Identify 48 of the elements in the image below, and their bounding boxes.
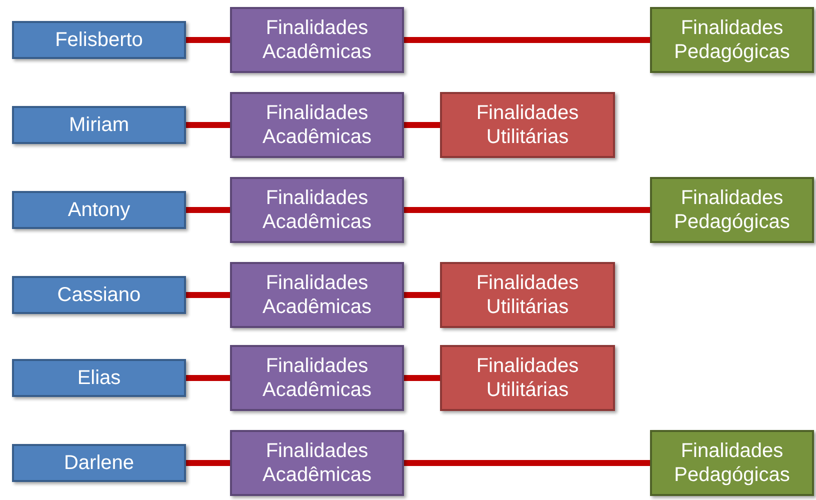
process-box <box>230 262 404 328</box>
process-box <box>230 177 404 243</box>
process-box <box>440 92 615 158</box>
process-box <box>230 430 404 496</box>
box-label: Finalidades Acadêmicas <box>262 16 372 64</box>
name-box <box>12 359 186 397</box>
name-box <box>12 106 186 144</box>
box-label: Finalidades Acadêmicas <box>262 271 372 319</box>
connector-line <box>404 292 440 298</box>
connector-line <box>404 375 440 381</box>
box-label: Elias <box>77 366 121 390</box>
box-label: Finalidades Pedagógicas <box>673 16 791 64</box>
connector-line <box>186 37 230 43</box>
box-label: Cassiano <box>57 283 141 307</box>
process-box <box>230 92 404 158</box>
name-box <box>12 444 186 482</box>
connector-line <box>404 460 650 466</box>
name-box <box>12 191 186 229</box>
box-label: Finalidades Acadêmicas <box>262 439 372 487</box>
process-box <box>650 177 814 243</box>
process-box <box>440 262 615 328</box>
connector-line <box>186 460 230 466</box>
process-box <box>440 345 615 411</box>
process-box <box>230 345 404 411</box>
process-box <box>650 430 814 496</box>
box-label: Felisberto <box>55 28 143 52</box>
box-label: Finalidades Utilitárias <box>475 354 580 402</box>
connector-line <box>186 207 230 213</box>
box-label: Darlene <box>64 451 134 475</box>
box-label: Finalidades Pedagógicas <box>673 439 791 487</box>
name-box <box>12 21 186 59</box>
connector-line <box>404 37 650 43</box>
process-box <box>650 7 814 73</box>
connector-line <box>186 375 230 381</box>
connector-line <box>404 207 650 213</box>
box-label: Finalidades Pedagógicas <box>673 186 791 234</box>
box-label: Finalidades Acadêmicas <box>262 354 372 402</box>
box-label: Miriam <box>69 113 129 137</box>
name-box <box>12 276 186 314</box>
box-label: Finalidades Utilitárias <box>475 101 580 149</box>
process-box <box>230 7 404 73</box>
box-label: Finalidades Acadêmicas <box>262 101 372 149</box>
connector-line <box>186 292 230 298</box>
box-label: Antony <box>68 198 130 222</box>
box-label: Finalidades Utilitárias <box>475 271 580 319</box>
connector-line <box>404 122 440 128</box>
box-label: Finalidades Acadêmicas <box>262 186 372 234</box>
connector-line <box>186 122 230 128</box>
